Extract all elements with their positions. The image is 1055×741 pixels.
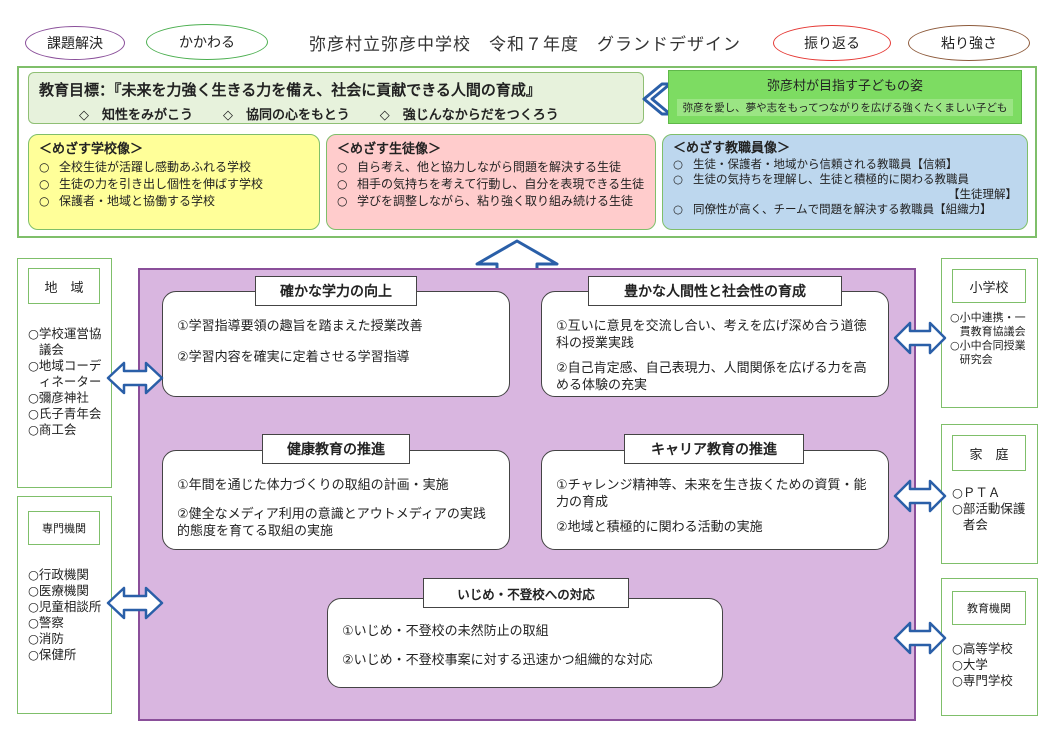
- list-item: ○専門学校: [952, 673, 1013, 688]
- list-item: ①チャレンジ精神等、未来を生き抜くための資質・能力の育成: [556, 478, 867, 510]
- goal-sub-1: ◇ 知性をみがこう: [79, 108, 193, 123]
- katei-list: ○ＰＴＡ ○部活動保護者会: [952, 485, 1034, 533]
- katei-title: 家 庭: [952, 435, 1026, 471]
- list-item: ○彌彦神社: [28, 390, 89, 405]
- vision-text: 弥彦を愛し、夢や志をもってつながりを広げる強くたくましい子ども: [677, 99, 1013, 116]
- staff-image-box: ＜めざす教職員像＞ ○生徒・保護者・地域から信頼される教職員【信頼】 ○生徒の気…: [662, 134, 1028, 230]
- shogakko-frame: 小学校 ○小中連携・一貫教育協議会 ○小中合同授業研究会: [941, 258, 1038, 408]
- list-item: ○氏子青年会: [28, 406, 102, 421]
- card-ijime: ①いじめ・不登校の未然防止の取組 ②いじめ・不登校事案に対する迅速かつ組織的な対…: [327, 598, 723, 688]
- list-item: ○小中連携・一貫教育協議会: [950, 311, 1026, 338]
- card-gakuryoku-title: 確かな学力の向上: [255, 276, 417, 306]
- katei-frame: 家 庭 ○ＰＴＡ ○部活動保護者会: [941, 424, 1038, 564]
- village-vision: 弥彦村が目指す子どもの姿 弥彦を愛し、夢や志をもってつながりを広げる強くたくまし…: [668, 70, 1022, 124]
- double-arrow-icon: [106, 586, 164, 620]
- double-arrow-icon: [893, 321, 947, 355]
- list-item: ②地域と積極的に関わる活動の実施: [556, 520, 763, 535]
- goal-sub-2: ◇ 協同の心をもとう: [223, 108, 350, 123]
- list-item: ○部活動保護者会: [952, 501, 1026, 532]
- card-ningensei: ①互いに意見を交流し合い、考えを広げ深め合う道徳科の授業実践 ②自己肯定感、自己…: [541, 291, 889, 397]
- list-item: ①互いに意見を交流し合い、考えを広げ深め合う道徳科の授業実践: [556, 319, 867, 351]
- pill-kadai: 課題解決: [25, 26, 125, 60]
- card-kenko-title: 健康教育の推進: [262, 434, 410, 464]
- list-item: ○相手の気持ちを考えて行動し、自分を表現できる生徒: [337, 177, 645, 191]
- list-item: ②健全なメディア利用の意識とアウトメディアの実践的態度を育てる取組の実施: [177, 507, 486, 539]
- shogakko-title: 小学校: [952, 269, 1026, 303]
- list-item: ○学校運営協議会: [28, 326, 102, 357]
- student-image-box: ＜めざす生徒像＞ ○自ら考え、他と協力しながら問題を解決する生徒 ○相手の気持ち…: [326, 134, 656, 230]
- list-item: ○商工会: [28, 422, 77, 437]
- list-item: ○行政機関: [28, 567, 89, 582]
- list-item: ○保護者・地域と協働する学校: [39, 194, 216, 208]
- chiiki-title: 地 域: [28, 268, 100, 304]
- list-item: ○消防: [28, 631, 64, 646]
- page-title: 弥彦村立弥彦中学校 令和７年度 グランドデザイン: [309, 34, 741, 55]
- staff-note: 【生徒理解】: [948, 187, 1017, 201]
- list-item: ○ＰＴＡ: [952, 485, 1001, 500]
- senmon-frame: 専門機関 ○行政機関 ○医療機関 ○児童相談所 ○警察 ○消防 ○保健所: [17, 496, 112, 714]
- kyoiku-title: 教育機関: [952, 591, 1026, 625]
- kyoiku-list: ○高等学校 ○大学 ○専門学校: [952, 641, 1034, 689]
- senmon-title: 専門機関: [28, 511, 100, 545]
- list-item: ○地域コーディネーター: [28, 358, 102, 389]
- card-gakuryoku: ①学習指導要領の趣旨を踏まえた授業改善 ②学習内容を確実に定着させる学習指導: [162, 291, 510, 397]
- card-ningensei-title: 豊かな人間性と社会性の育成: [588, 276, 842, 306]
- list-item: ○児童相談所: [28, 599, 102, 614]
- card-kenko: ①年間を通じた体力づくりの取組の計画・実施 ②健全なメディア利用の意識とアウトメ…: [162, 450, 510, 550]
- pill-kakawaru: かかわる: [146, 24, 268, 60]
- list-item: ①いじめ・不登校の未然防止の取組: [342, 624, 549, 639]
- school-heading: ＜めざす学校像＞: [39, 142, 144, 157]
- senmon-list: ○行政機関 ○医療機関 ○児童相談所 ○警察 ○消防 ○保健所: [28, 567, 108, 663]
- student-heading: ＜めざす生徒像＞: [337, 142, 442, 157]
- chevron-left-icon: [642, 82, 672, 116]
- goal-sub-3: ◇ 強じんなからだをつくろう: [379, 108, 559, 123]
- education-goal: 教育目標：『未来を力強く生きる力を備え、社会に貢献できる人間の育成』 ◇ 知性を…: [28, 72, 644, 124]
- goal-subs: ◇ 知性をみがこう ◇ 協同の心をもとう ◇ 強じんなからだをつくろう: [39, 104, 633, 123]
- card-career-title: キャリア教育の推進: [624, 434, 804, 464]
- list-item: ○生徒の気持ちを理解し、生徒と積極的に関わる教職員: [673, 172, 969, 186]
- list-item: ○医療機関: [28, 583, 89, 598]
- list-item: ①年間を通じた体力づくりの取組の計画・実施: [177, 478, 449, 493]
- list-item: ○生徒・保護者・地域から信頼される教職員【信頼】: [673, 157, 958, 171]
- list-item: ○大学: [952, 657, 988, 672]
- staff-heading: ＜めざす教職員像＞: [673, 141, 791, 156]
- list-item: ○高等学校: [952, 641, 1013, 656]
- pill-furikaeru: 振り返る: [773, 25, 891, 61]
- list-item: ①学習指導要領の趣旨を踏まえた授業改善: [177, 319, 423, 334]
- card-ijime-title: いじめ・不登校への対応: [423, 578, 629, 608]
- list-item: ○警察: [28, 615, 64, 630]
- list-item: ○学びを調整しながら、粘り強く取り組み続ける生徒: [337, 194, 634, 208]
- shogakko-list: ○小中連携・一貫教育協議会 ○小中合同授業研究会: [950, 311, 1036, 367]
- double-arrow-icon: [106, 361, 164, 395]
- list-item: ○生徒の力を引き出し個性を伸ばす学校: [39, 177, 264, 191]
- double-arrow-icon: [893, 621, 947, 655]
- pill-nebari: 粘り強さ: [908, 25, 1030, 61]
- chiiki-list: ○学校運営協議会 ○地域コーディネーター ○彌彦神社 ○氏子青年会 ○商工会: [28, 326, 108, 438]
- list-item: ②学習内容を確実に定着させる学習指導: [177, 350, 410, 365]
- kyoiku-frame: 教育機関 ○高等学校 ○大学 ○専門学校: [941, 578, 1038, 716]
- vision-title: 弥彦村が目指す子どもの姿: [766, 79, 923, 94]
- chiiki-frame: 地 域 ○学校運営協議会 ○地域コーディネーター ○彌彦神社 ○氏子青年会 ○商…: [17, 258, 112, 488]
- list-item: ○小中合同授業研究会: [950, 339, 1026, 366]
- double-arrow-icon: [893, 479, 947, 513]
- list-item: ○同僚性が高く、チームで問題を解決する教職員【組織力】: [673, 202, 992, 216]
- list-item: ○自ら考え、他と協力しながら問題を解決する生徒: [337, 160, 622, 174]
- list-item: ②いじめ・不登校事案に対する迅速かつ組織的な対応: [342, 653, 653, 668]
- list-item: ○保健所: [28, 647, 77, 662]
- list-item: ○全校生徒が活躍し感動あふれる学校: [39, 160, 252, 174]
- card-career: ①チャレンジ精神等、未来を生き抜くための資質・能力の育成 ②地域と積極的に関わる…: [541, 450, 889, 550]
- school-image-box: ＜めざす学校像＞ ○全校生徒が活躍し感動あふれる学校 ○生徒の力を引き出し個性を…: [28, 134, 320, 230]
- goal-title: 教育目標：『未来を力強く生きる力を備え、社会に貢献できる人間の育成』: [39, 81, 541, 99]
- list-item: ②自己肯定感、自己表現力、人間関係を広げる力を高める体験の充実: [556, 361, 867, 393]
